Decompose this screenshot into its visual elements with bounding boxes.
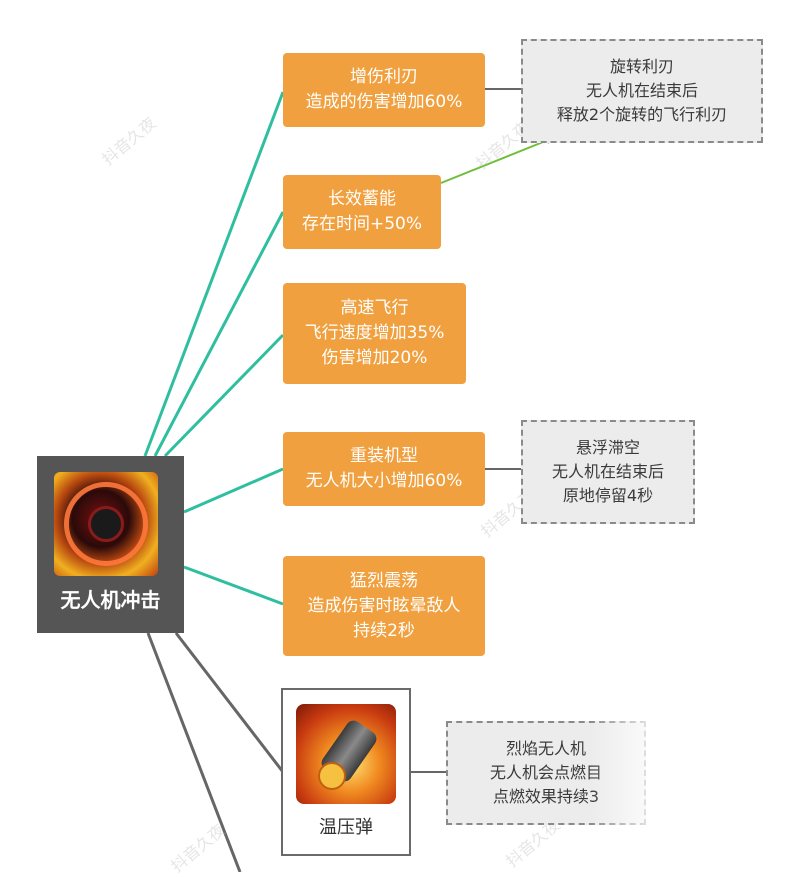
upgrade-title: 烈焰无人机 <box>505 739 586 758</box>
branch-desc: 伤害增加20% <box>321 348 428 368</box>
upgrade-desc: 无人机在结束后 <box>551 462 664 481</box>
connector-line <box>183 565 284 606</box>
upgrade-desc: 无人机会点燃目 <box>489 763 602 782</box>
branch-node: 猛烈震荡 造成伤害时眩晕敌人 持续2秒 <box>283 556 485 656</box>
branch-title: 猛烈震荡 <box>350 570 418 591</box>
connector-line <box>146 632 242 872</box>
item-title: 温压弹 <box>319 817 373 838</box>
branch-title: 重装机型 <box>350 446 418 466</box>
drone-strike-icon <box>54 472 158 576</box>
branch-title: 高速飞行 <box>340 298 409 318</box>
branch-title: 增伤利刃 <box>350 67 418 87</box>
branch-desc: 存在时间+50% <box>301 214 423 234</box>
branch-desc: 无人机大小增加60% <box>305 471 463 491</box>
upgrade-desc: 释放2个旋转的飞行利刃 <box>556 105 728 124</box>
arrow-line <box>440 139 549 184</box>
upgrade-node: 悬浮滞空 无人机在结束后 原地停留4秒 <box>521 420 695 524</box>
item-node: 温压弹 <box>281 688 411 856</box>
fade-overlay <box>590 715 800 825</box>
branch-desc: 造成伤害时眩晕敌人 <box>307 595 461 616</box>
upgrade-node: 旋转利刃 无人机在结束后 释放2个旋转的飞行利刃 <box>521 39 763 143</box>
connector-line <box>174 632 285 773</box>
branch-title: 长效蓄能 <box>328 189 396 209</box>
upgrade-desc: 无人机在结束后 <box>585 81 698 100</box>
branch-desc: 飞行速度增加35% <box>304 323 445 343</box>
connector-line <box>163 333 285 458</box>
branch-node: 长效蓄能 存在时间+50% <box>283 175 441 249</box>
upgrade-title: 旋转利刃 <box>609 57 674 76</box>
branch-desc: 造成的伤害增加60% <box>305 92 463 112</box>
root-skill-title: 无人机冲击 <box>60 588 161 612</box>
branch-node: 增伤利刃 造成的伤害增加60% <box>283 53 485 127</box>
connector-line <box>183 467 284 514</box>
connector-line <box>153 211 285 457</box>
root-skill-node: 无人机冲击 <box>37 456 184 633</box>
thermobaric-shell-icon <box>296 704 396 804</box>
branch-node: 重装机型 无人机大小增加60% <box>283 432 485 506</box>
upgrade-desc: 点燃效果持续3 <box>492 787 600 806</box>
upgrade-title: 悬浮滞空 <box>575 438 640 457</box>
branch-desc: 持续2秒 <box>353 620 415 641</box>
branch-node: 高速飞行 飞行速度增加35% 伤害增加20% <box>283 283 466 384</box>
upgrade-desc: 原地停留4秒 <box>562 486 654 505</box>
connector-line <box>143 91 285 457</box>
